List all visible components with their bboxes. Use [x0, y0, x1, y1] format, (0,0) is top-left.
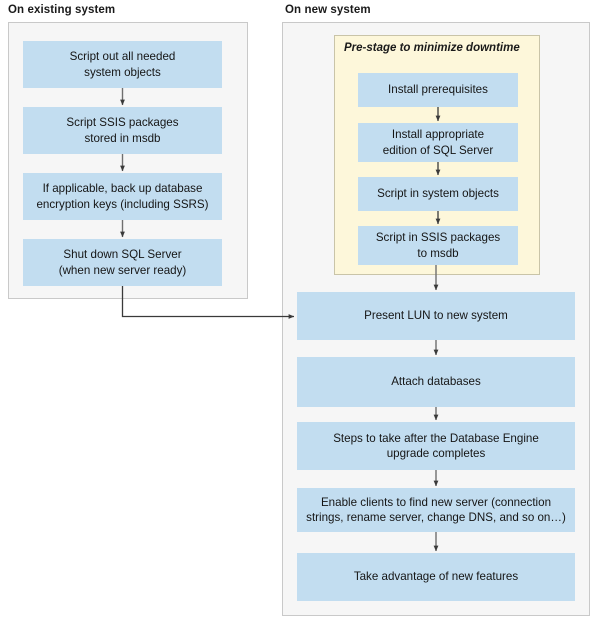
- node-present-lun[interactable]: Present LUN to new system: [297, 292, 575, 340]
- node-install-edition-sql-server[interactable]: Install appropriate edition of SQL Serve…: [358, 123, 518, 162]
- node-script-in-ssis-packages[interactable]: Script in SSIS packages to msdb: [358, 226, 518, 265]
- node-post-upgrade-steps[interactable]: Steps to take after the Database Engine …: [297, 422, 575, 470]
- node-script-in-system-objects[interactable]: Script in system objects: [358, 177, 518, 211]
- node-enable-clients-find-server[interactable]: Enable clients to find new server (conne…: [297, 488, 575, 532]
- node-script-ssis-packages[interactable]: Script SSIS packages stored in msdb: [23, 107, 222, 154]
- panel-title-new-system: On new system: [285, 4, 371, 16]
- group-prestage-title: Pre-stage to minimize downtime: [344, 42, 520, 54]
- node-install-prerequisites[interactable]: Install prerequisites: [358, 73, 518, 107]
- node-take-advantage-new-features[interactable]: Take advantage of new features: [297, 553, 575, 601]
- node-shut-down-sql-server[interactable]: Shut down SQL Server (when new server re…: [23, 239, 222, 286]
- node-back-up-encryption-keys[interactable]: If applicable, back up database encrypti…: [23, 173, 222, 220]
- node-attach-databases[interactable]: Attach databases: [297, 357, 575, 407]
- node-script-out-system-objects[interactable]: Script out all needed system objects: [23, 41, 222, 88]
- panel-title-existing-system: On existing system: [8, 4, 116, 16]
